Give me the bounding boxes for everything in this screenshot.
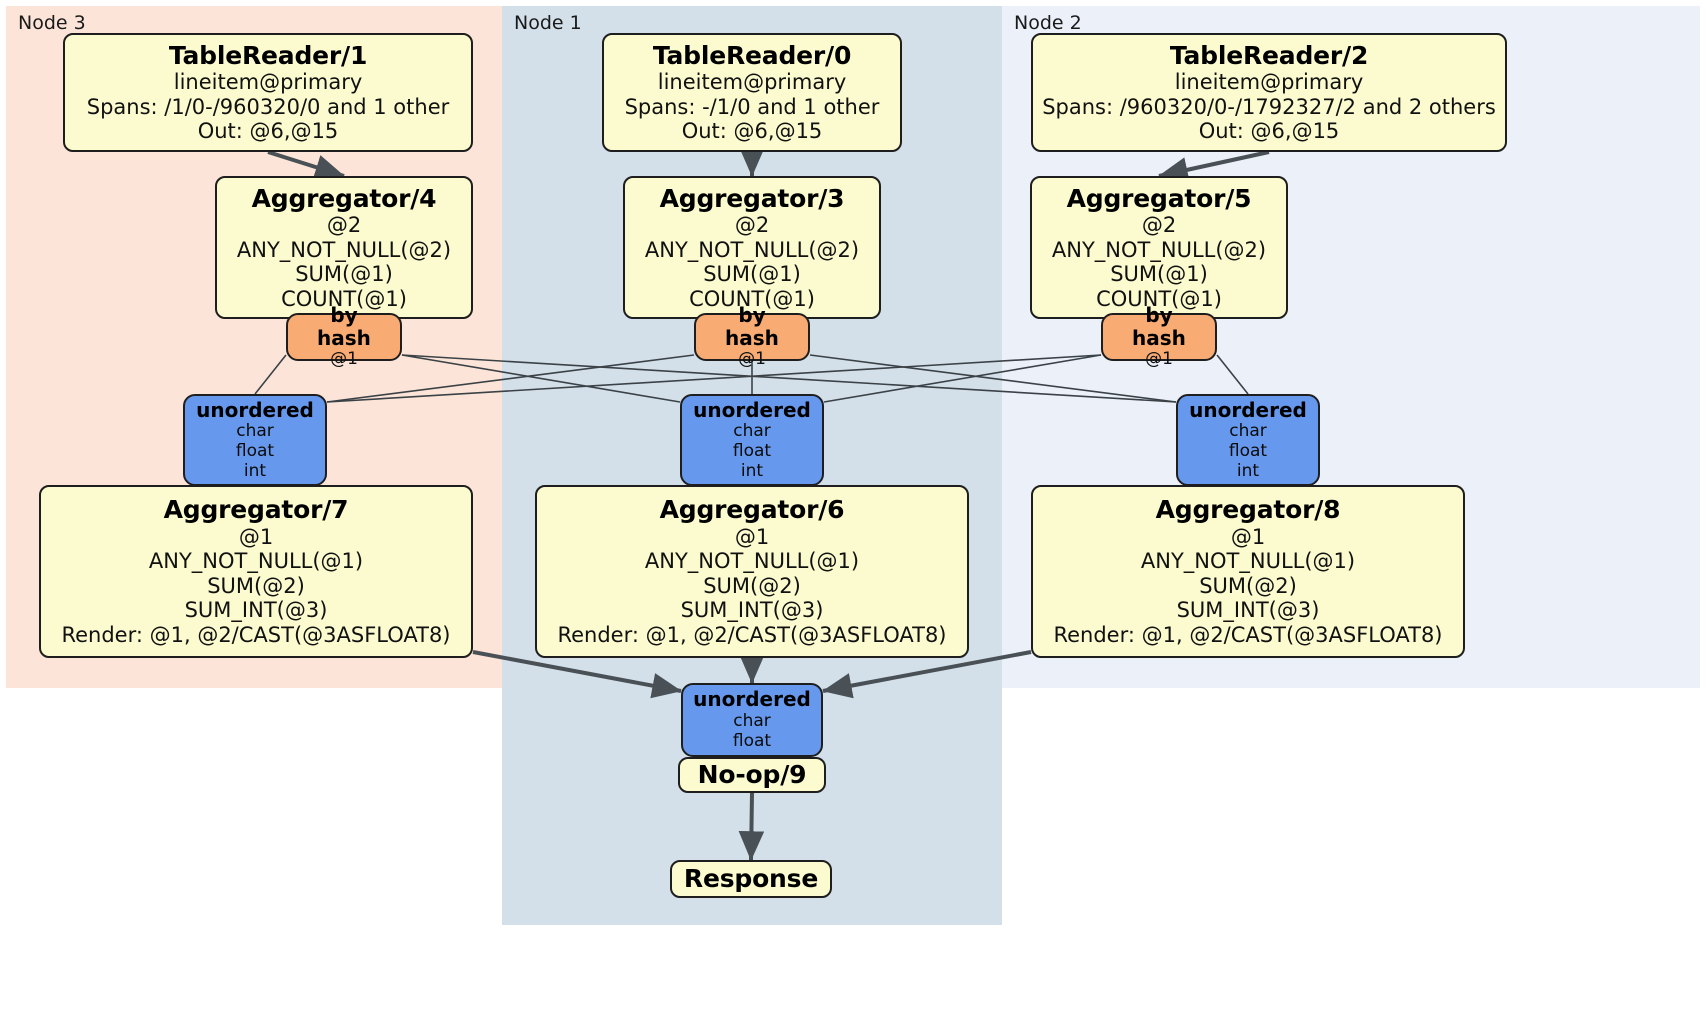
box-detail: Spans: /1/0-/960320/0 and 1 other bbox=[86, 94, 450, 119]
box-detail: char bbox=[733, 710, 771, 731]
box-detail: char bbox=[236, 420, 274, 441]
box-detail: SUM(@1) bbox=[295, 262, 393, 287]
box-detail: SUM(@2) bbox=[207, 573, 305, 598]
box-detail: int bbox=[243, 460, 267, 481]
processor-small-noop9[interactable]: No-op/9 bbox=[678, 757, 826, 793]
box-title: by hash bbox=[317, 302, 371, 351]
box-detail: COUNT(@1) bbox=[1096, 286, 1222, 311]
node-region-label: Node 1 bbox=[514, 12, 582, 34]
box-title: TableReader/0 bbox=[652, 41, 852, 71]
hash-router-hash3[interactable]: by hash@1 bbox=[694, 303, 810, 369]
box-title: Aggregator/5 bbox=[1066, 183, 1252, 213]
box-detail: @1 bbox=[738, 349, 766, 370]
box-detail: Spans: -/1/0 and 1 other bbox=[624, 94, 880, 119]
box-title: unordered bbox=[196, 397, 314, 422]
box-detail: SUM(@2) bbox=[703, 573, 801, 598]
box-title: TableReader/1 bbox=[168, 41, 368, 71]
box-detail: ANY_NOT_NULL(@2) bbox=[644, 237, 860, 262]
box-detail: ANY_NOT_NULL(@2) bbox=[1051, 237, 1267, 262]
box-detail: COUNT(@1) bbox=[281, 286, 407, 311]
box-detail: SUM_INT(@3) bbox=[1176, 598, 1320, 623]
box-detail: COUNT(@1) bbox=[689, 286, 815, 311]
box-title: Response bbox=[683, 864, 819, 894]
box-detail: ANY_NOT_NULL(@1) bbox=[148, 549, 364, 574]
box-detail: Out: @6,@15 bbox=[681, 119, 823, 144]
box-detail: @1 bbox=[1145, 349, 1173, 370]
box-title: unordered bbox=[1189, 397, 1307, 422]
box-detail: Spans: /960320/0-/1792327/2 and 2 others bbox=[1042, 94, 1496, 119]
box-detail: char bbox=[733, 420, 771, 441]
box-detail: char bbox=[1229, 420, 1267, 441]
box-title: Aggregator/7 bbox=[163, 495, 349, 525]
box-detail: @2 bbox=[326, 213, 362, 237]
box-detail: float bbox=[1228, 440, 1268, 461]
hash-router-hash4[interactable]: by hash@1 bbox=[286, 303, 402, 369]
box-detail: @1 bbox=[734, 524, 770, 549]
box-detail: float bbox=[732, 730, 772, 751]
box-title: Aggregator/6 bbox=[659, 495, 845, 525]
box-title: by hash bbox=[725, 302, 779, 351]
box-detail: ANY_NOT_NULL(@1) bbox=[644, 549, 860, 574]
node-region-label: Node 2 bbox=[1014, 12, 1082, 34]
box-detail: Out: @6,@15 bbox=[197, 119, 339, 144]
box-detail: SUM(@2) bbox=[1199, 573, 1297, 598]
box-title: Aggregator/4 bbox=[251, 183, 437, 213]
box-detail: SUM(@1) bbox=[703, 262, 801, 287]
box-title: by hash bbox=[1132, 302, 1186, 351]
box-detail: @1 bbox=[238, 524, 274, 549]
processor-small-response[interactable]: Response bbox=[670, 860, 832, 898]
box-detail: @2 bbox=[1141, 213, 1177, 237]
box-detail: float bbox=[235, 440, 275, 461]
box-detail: Render: @1, @2/CAST(@3ASFLOAT8) bbox=[1053, 622, 1443, 647]
box-detail: @1 bbox=[330, 349, 358, 370]
box-detail: lineitem@primary bbox=[173, 70, 363, 95]
box-detail: ANY_NOT_NULL(@1) bbox=[1140, 549, 1356, 574]
box-detail: @2 bbox=[734, 213, 770, 237]
box-title: unordered bbox=[693, 397, 811, 422]
box-detail: SUM_INT(@3) bbox=[184, 598, 328, 623]
box-detail: lineitem@primary bbox=[657, 70, 847, 95]
box-detail: SUM(@1) bbox=[1110, 262, 1208, 287]
node-region-label: Node 3 bbox=[18, 12, 86, 34]
box-detail: ANY_NOT_NULL(@2) bbox=[236, 237, 452, 262]
box-detail: Render: @1, @2/CAST(@3ASFLOAT8) bbox=[61, 622, 451, 647]
box-title: TableReader/2 bbox=[1169, 41, 1369, 71]
box-detail: float bbox=[732, 440, 772, 461]
box-detail: @1 bbox=[1230, 524, 1266, 549]
box-title: Aggregator/8 bbox=[1155, 495, 1341, 525]
hash-router-hash5[interactable]: by hash@1 bbox=[1101, 303, 1217, 369]
box-detail: lineitem@primary bbox=[1174, 70, 1364, 95]
box-detail: Render: @1, @2/CAST(@3ASFLOAT8) bbox=[557, 622, 947, 647]
box-detail: int bbox=[740, 460, 764, 481]
box-detail: int bbox=[1236, 460, 1260, 481]
box-title: Aggregator/3 bbox=[659, 183, 845, 213]
box-title: No-op/9 bbox=[697, 760, 807, 790]
box-detail: SUM_INT(@3) bbox=[680, 598, 824, 623]
box-detail: Out: @6,@15 bbox=[1198, 119, 1340, 144]
box-title: unordered bbox=[693, 687, 811, 712]
